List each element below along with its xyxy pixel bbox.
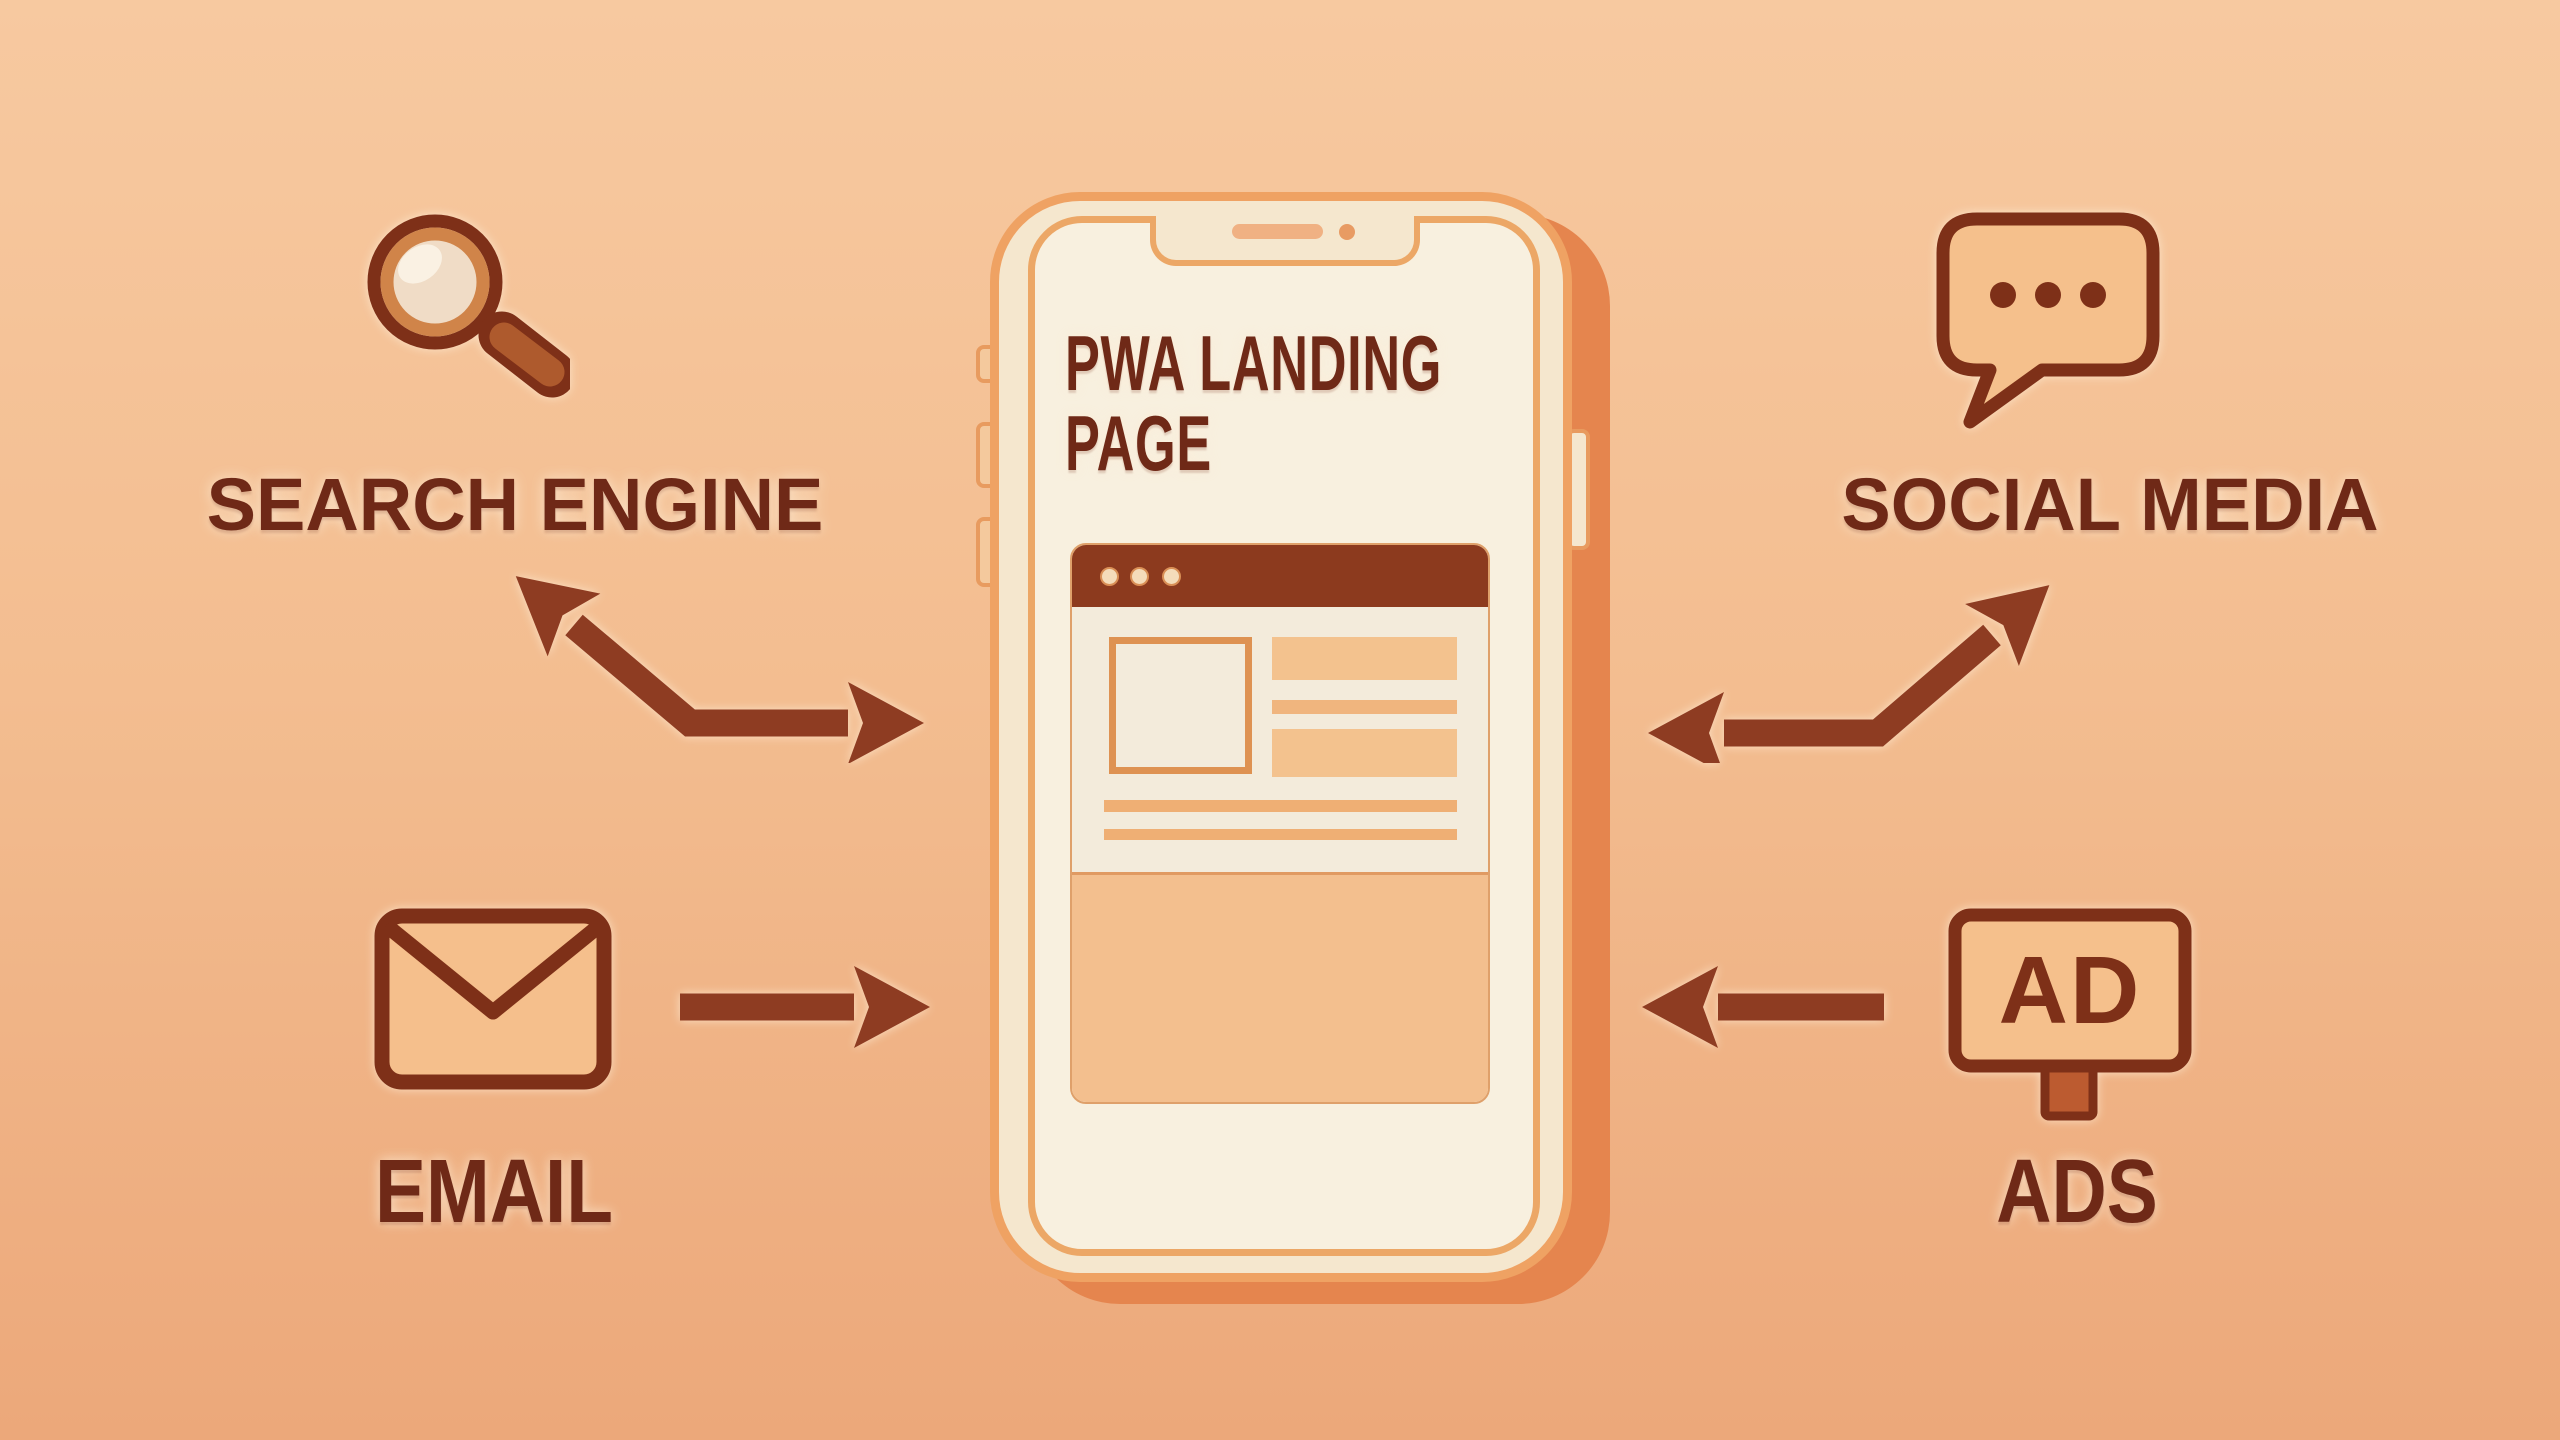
text-bar-thin: [1272, 700, 1457, 714]
phone-frame: PWA LANDING PAGE: [990, 192, 1572, 1282]
arrow-social-bidirectional: [1648, 585, 2050, 763]
label-search-engine: SEARCH ENGINE: [206, 463, 824, 546]
window-control-dot: [1100, 567, 1119, 586]
browser-mockup: [1070, 543, 1490, 1104]
speaker-grille-icon: [1232, 224, 1323, 239]
text-bar: [1272, 637, 1457, 680]
speech-bubble-icon: [1936, 212, 2160, 429]
typing-dot: [1990, 282, 2016, 308]
envelope-icon: [374, 908, 612, 1090]
arrowhead-left: [1642, 966, 1718, 1048]
magnifier-inner-rim: [380, 227, 490, 337]
sign-board: [1948, 908, 2192, 1073]
typing-dot: [2080, 282, 2106, 308]
arrow-email-to-phone: [680, 966, 930, 1048]
arrow-shaft: [1724, 624, 2001, 747]
lens-highlight: [398, 244, 442, 284]
window-control-dot: [1162, 567, 1181, 586]
window-control-dot: [1130, 567, 1149, 586]
arrowhead-right: [848, 682, 924, 763]
arrow-ads-to-phone: [1642, 966, 1884, 1048]
page-title-line-1: PWA LANDING: [1065, 319, 1443, 407]
hero-banner-block: [1072, 872, 1488, 1102]
label-social-media: SOCIAL MEDIA: [1841, 463, 2379, 546]
camera-dot-icon: [1339, 224, 1355, 240]
label-ads: ADS: [1996, 1142, 2158, 1242]
arrowhead-right: [854, 966, 930, 1048]
phone-notch: [1150, 216, 1420, 266]
arrowhead-up-left: [515, 576, 601, 657]
arrowhead-left: [1648, 692, 1724, 763]
envelope-flap: [384, 922, 602, 1020]
text-line: [1104, 829, 1457, 840]
page-title: PWA LANDING PAGE: [1065, 319, 1443, 487]
image-placeholder: [1109, 637, 1252, 774]
arrowhead-up-right: [1965, 585, 2050, 666]
magnifier-icon: [367, 214, 570, 398]
typing-dot: [2035, 282, 2061, 308]
text-line: [1104, 800, 1457, 812]
arrow-search-bidirectional: [515, 576, 924, 763]
page-title-line-2: PAGE: [1065, 398, 1212, 487]
phone-screen: PWA LANDING PAGE: [1028, 216, 1540, 1256]
arrow-shaft: [565, 614, 848, 737]
magnifier-handle: [489, 322, 565, 387]
text-bar: [1272, 729, 1457, 777]
ad-sign-icon: AD: [1948, 908, 2192, 1121]
label-email: EMAIL: [375, 1142, 613, 1242]
bubble-body: [1936, 212, 2160, 429]
sign-text: AD: [1999, 937, 2142, 1044]
